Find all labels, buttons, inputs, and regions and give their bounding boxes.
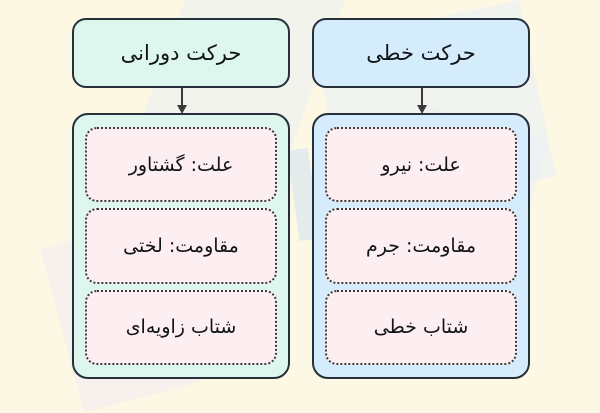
item-rotational-cause: علت: گشتاور — [85, 127, 277, 203]
item-linear-acceleration: شتاب خطی — [325, 289, 517, 365]
item-label: شتاب زاویه‌ای — [125, 316, 237, 339]
header-rotational-motion-label: حرکت دورانی — [120, 41, 242, 65]
item-label: علت: گشتاور — [128, 153, 234, 176]
item-label: شتاب خطی — [373, 316, 469, 339]
header-linear-motion-label: حرکت خطی — [366, 41, 476, 65]
item-linear-resistance: مقاومت: جرم — [325, 208, 517, 284]
body-linear-motion: علت: نیرو مقاومت: جرم شتاب خطی — [312, 113, 530, 379]
column-linear-motion: حرکت خطی علت: نیرو مقاومت: جرم شتاب خطی — [312, 0, 532, 400]
item-label: مقاومت: جرم — [365, 234, 477, 257]
item-label: علت: نیرو — [381, 153, 461, 176]
item-rotational-acceleration: شتاب زاویه‌ای — [85, 289, 277, 365]
item-rotational-resistance: مقاومت: لختی — [85, 208, 277, 284]
motion-comparison-diagram: حرکت دورانی علت: گشتاور مقاومت: لختی شتا… — [72, 0, 532, 400]
header-rotational-motion: حرکت دورانی — [72, 18, 290, 88]
column-rotational-motion: حرکت دورانی علت: گشتاور مقاومت: لختی شتا… — [72, 0, 292, 400]
item-linear-cause: علت: نیرو — [325, 127, 517, 203]
header-linear-motion: حرکت خطی — [312, 18, 530, 88]
item-label: مقاومت: لختی — [123, 234, 239, 257]
body-rotational-motion: علت: گشتاور مقاومت: لختی شتاب زاویه‌ای — [72, 113, 290, 379]
connector-arrow-linear — [417, 88, 427, 114]
connector-arrow-rotational — [177, 88, 187, 114]
